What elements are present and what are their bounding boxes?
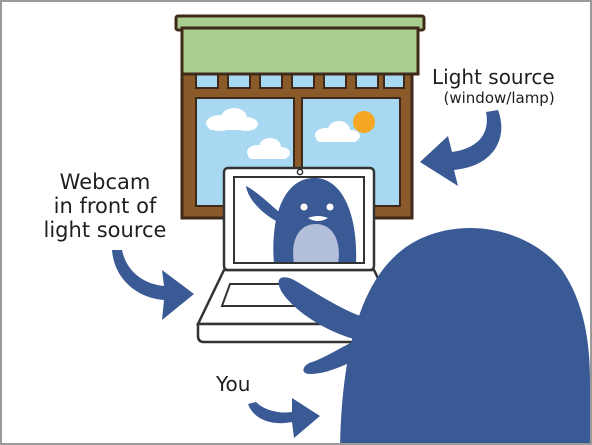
window-blind [176,16,424,74]
arrow-icon [420,110,501,186]
sun-icon [353,111,375,133]
light-source-label: Light source (window/lamp) [432,66,555,107]
light-source-detail: (window/lamp) [432,90,555,107]
arrow-icon [248,398,320,438]
webcam-label-line1: Webcam [30,170,180,194]
webcam-label-line3: light source [30,218,180,242]
webcam-label-line2: in front of [30,194,180,218]
webcam-icon [297,169,302,174]
arrow-icon [112,250,194,320]
webcam-label: Webcam in front of light source [30,170,180,242]
you-label: You [216,373,250,396]
light-source-title: Light source [432,65,555,89]
window-top-panes [196,74,404,88]
